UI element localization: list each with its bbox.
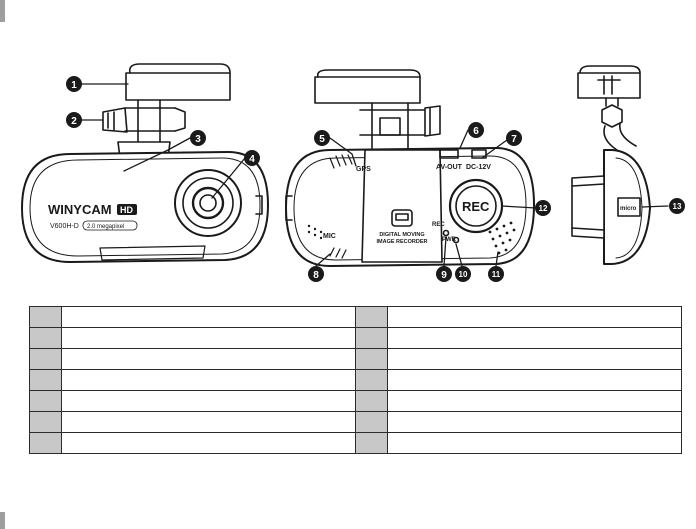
rear-view [285, 69, 535, 267]
page-corner-mark-bottom [0, 512, 5, 529]
table-row [29, 390, 682, 412]
svg-text:12: 12 [539, 204, 548, 213]
model-text: V600H-D [50, 223, 79, 230]
right-description-cell [387, 306, 682, 328]
callout-9: 9 [436, 266, 452, 282]
callout-1: 1 [66, 76, 82, 92]
brand-badge-text: HD [120, 205, 133, 215]
svg-text:13: 13 [673, 202, 682, 211]
svg-text:10: 10 [459, 270, 468, 279]
left-number-cell [29, 432, 62, 454]
rec-button-label: REC [462, 199, 490, 214]
svg-text:11: 11 [492, 270, 501, 279]
left-description-cell [61, 432, 356, 454]
callout-12: 12 [535, 200, 551, 216]
megapixel-tag [82, 220, 138, 231]
dashcam-diagram: WINYCAM HD V600H-D 2.0 megapixel GPS MIC… [21, 63, 685, 282]
rec-led-label: REC [432, 222, 445, 228]
brand-text: WINYCAM [48, 202, 112, 217]
brand-badge [117, 204, 137, 215]
center-label-2: IMAGE RECORDER [376, 239, 427, 245]
svg-text:4: 4 [249, 154, 255, 165]
left-number-cell [29, 327, 62, 349]
callout-8: 8 [308, 266, 324, 282]
left-description-cell [61, 306, 356, 328]
svg-text:6: 6 [473, 126, 479, 137]
left-description-cell [61, 411, 356, 433]
callout-5: 5 [314, 130, 330, 146]
left-description-cell [61, 369, 356, 391]
table-row [29, 369, 682, 391]
av-out-label: AV-OUT [436, 164, 463, 171]
table-row [29, 348, 682, 370]
callout-11: 11 [488, 266, 504, 282]
right-number-cell [355, 432, 388, 454]
left-number-cell [29, 348, 62, 370]
center-label-1: DIGITAL MOVING [379, 232, 424, 238]
right-description-cell [387, 432, 682, 454]
callout-6: 6 [468, 122, 484, 138]
svg-text:7: 7 [511, 134, 517, 145]
svg-text:8: 8 [313, 270, 319, 281]
parts-legend-table [29, 306, 682, 454]
right-number-cell [355, 306, 388, 328]
right-number-cell [355, 411, 388, 433]
page-corner-mark-top [0, 0, 5, 22]
gps-label: GPS [356, 166, 371, 173]
dc-label: DC-12V [466, 164, 491, 171]
left-number-cell [29, 390, 62, 412]
right-description-cell [387, 348, 682, 370]
callout-4: 4 [244, 150, 260, 166]
pwr-led-label: PWR [442, 237, 457, 243]
svg-text:3: 3 [195, 134, 201, 145]
svg-text:5: 5 [319, 134, 325, 145]
svg-text:9: 9 [441, 270, 447, 281]
left-description-cell [61, 348, 356, 370]
left-number-cell [29, 369, 62, 391]
table-row [29, 306, 682, 328]
svg-text:1: 1 [71, 80, 77, 91]
right-description-cell [387, 390, 682, 412]
svg-text:2: 2 [71, 116, 77, 127]
left-description-cell [61, 390, 356, 412]
callout-7: 7 [506, 130, 522, 146]
right-description-cell [387, 411, 682, 433]
right-description-cell [387, 369, 682, 391]
left-number-cell [29, 306, 62, 328]
right-number-cell [355, 327, 388, 349]
left-description-cell [61, 327, 356, 349]
callout-10: 10 [455, 266, 471, 282]
megapixel-text: 2.0 megapixel [87, 224, 124, 230]
callout-2: 2 [66, 112, 82, 128]
callout-3: 3 [190, 130, 206, 146]
left-number-cell [29, 411, 62, 433]
right-number-cell [355, 369, 388, 391]
card-slot-label: micro [620, 206, 637, 212]
front-view [21, 63, 269, 263]
side-view [571, 65, 651, 265]
leader-lines [79, 83, 669, 267]
right-description-cell [387, 327, 682, 349]
right-number-cell [355, 390, 388, 412]
mic-label: MIC [323, 233, 336, 240]
table-row [29, 432, 682, 454]
callout-13: 13 [669, 198, 685, 214]
table-row [29, 411, 682, 433]
right-number-cell [355, 348, 388, 370]
table-row [29, 327, 682, 349]
